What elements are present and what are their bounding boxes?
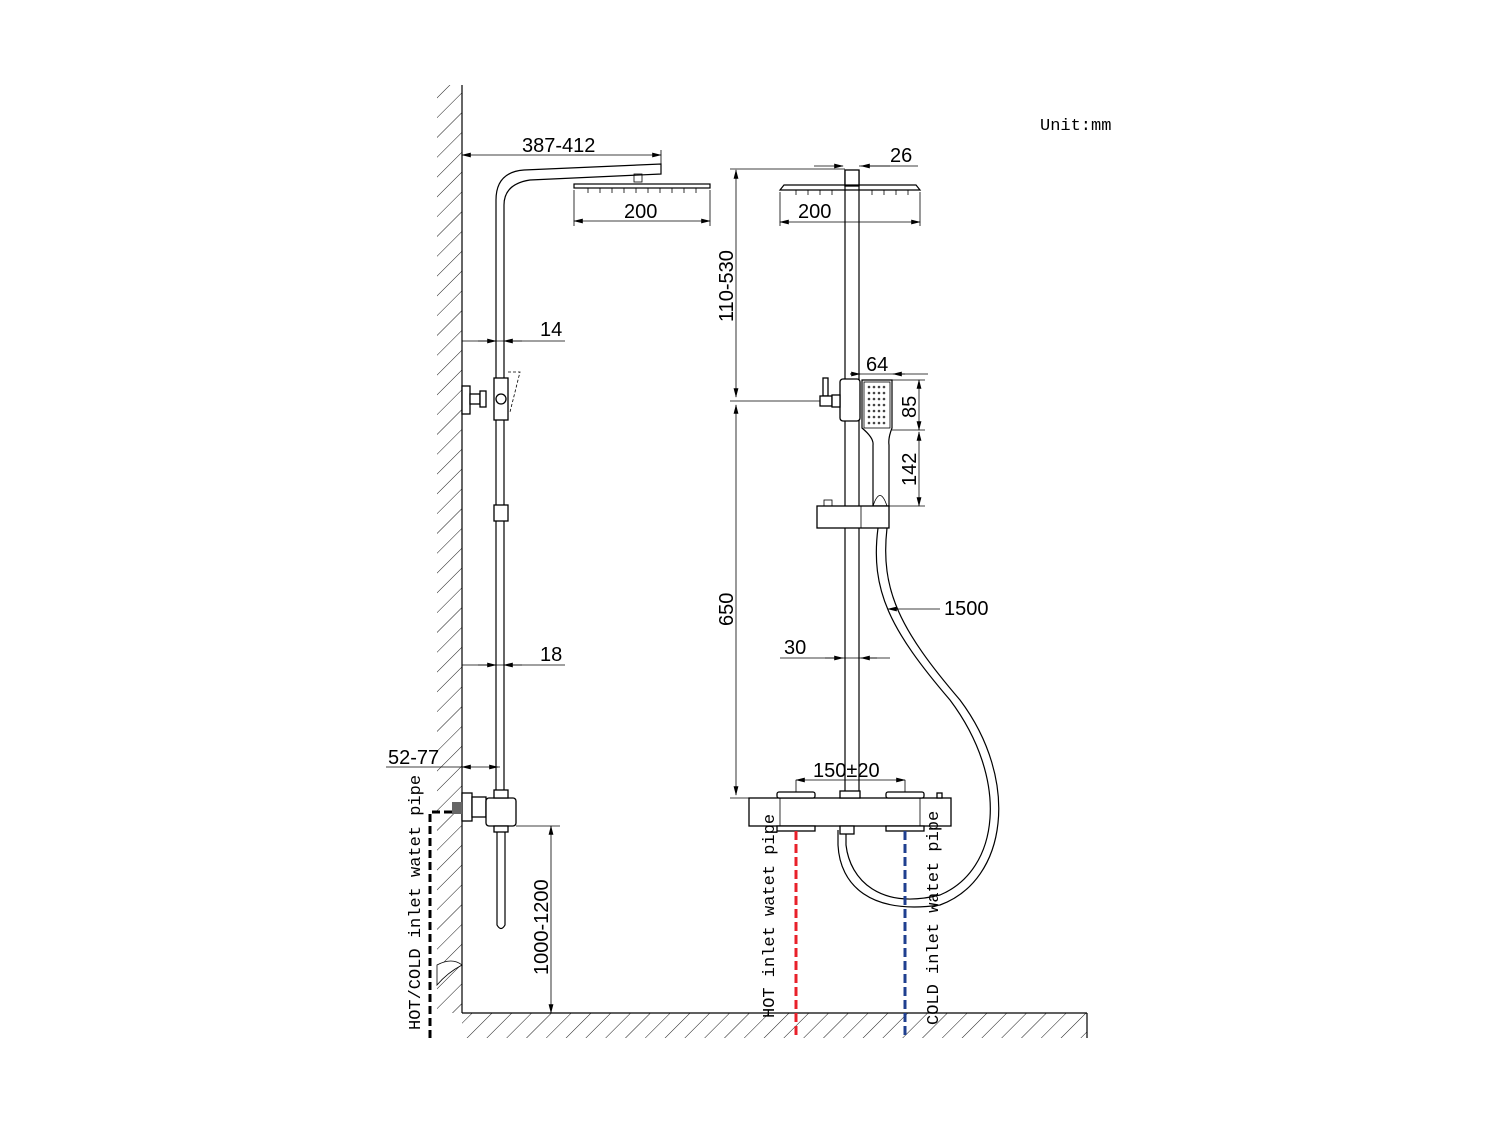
dim-hose-length: 1500 xyxy=(944,598,989,620)
dim-pipe-diameter: 30 xyxy=(784,637,806,659)
floor xyxy=(462,1012,1088,1038)
dim-connector: 26 xyxy=(890,145,912,167)
wall xyxy=(436,85,463,1013)
dim-side-head: 200 xyxy=(624,201,657,223)
front-view xyxy=(748,169,1000,908)
side-dimensions: 387-412 200 14 18 52-77 1000-1200 HOT/CO… xyxy=(386,135,711,1030)
dim-slide-bar: 650 xyxy=(716,593,738,626)
dim-upper-offset: 14 xyxy=(540,319,562,341)
side-view xyxy=(428,163,711,1038)
unit-label: Unit:mm xyxy=(1040,117,1111,136)
hot-cold-inlet-label: HOT/COLD inlet watet pipe xyxy=(407,775,426,1030)
dim-lower-offset: 18 xyxy=(540,644,562,666)
cold-inlet-label: COLD inlet watet pipe xyxy=(925,811,944,1025)
dim-mount-height: 1000-1200 xyxy=(531,879,553,975)
dim-wall-offset: 52-77 xyxy=(388,747,439,769)
dim-handshower-handle: 142 xyxy=(899,453,921,486)
dim-arm-reach: 387-412 xyxy=(522,135,595,157)
dim-head-height: 110-530 xyxy=(716,250,738,322)
hot-inlet-label: HOT inlet watet pipe xyxy=(761,814,780,1018)
dim-front-head: 200 xyxy=(798,201,831,223)
dim-handshower-width: 64 xyxy=(866,354,888,376)
dim-inlet-spacing: 150±20 xyxy=(813,760,880,782)
front-dimensions: 26 200 110-530 650 64 85 142 30 1500 150… xyxy=(716,145,989,1025)
dim-handshower-head: 85 xyxy=(899,396,921,418)
